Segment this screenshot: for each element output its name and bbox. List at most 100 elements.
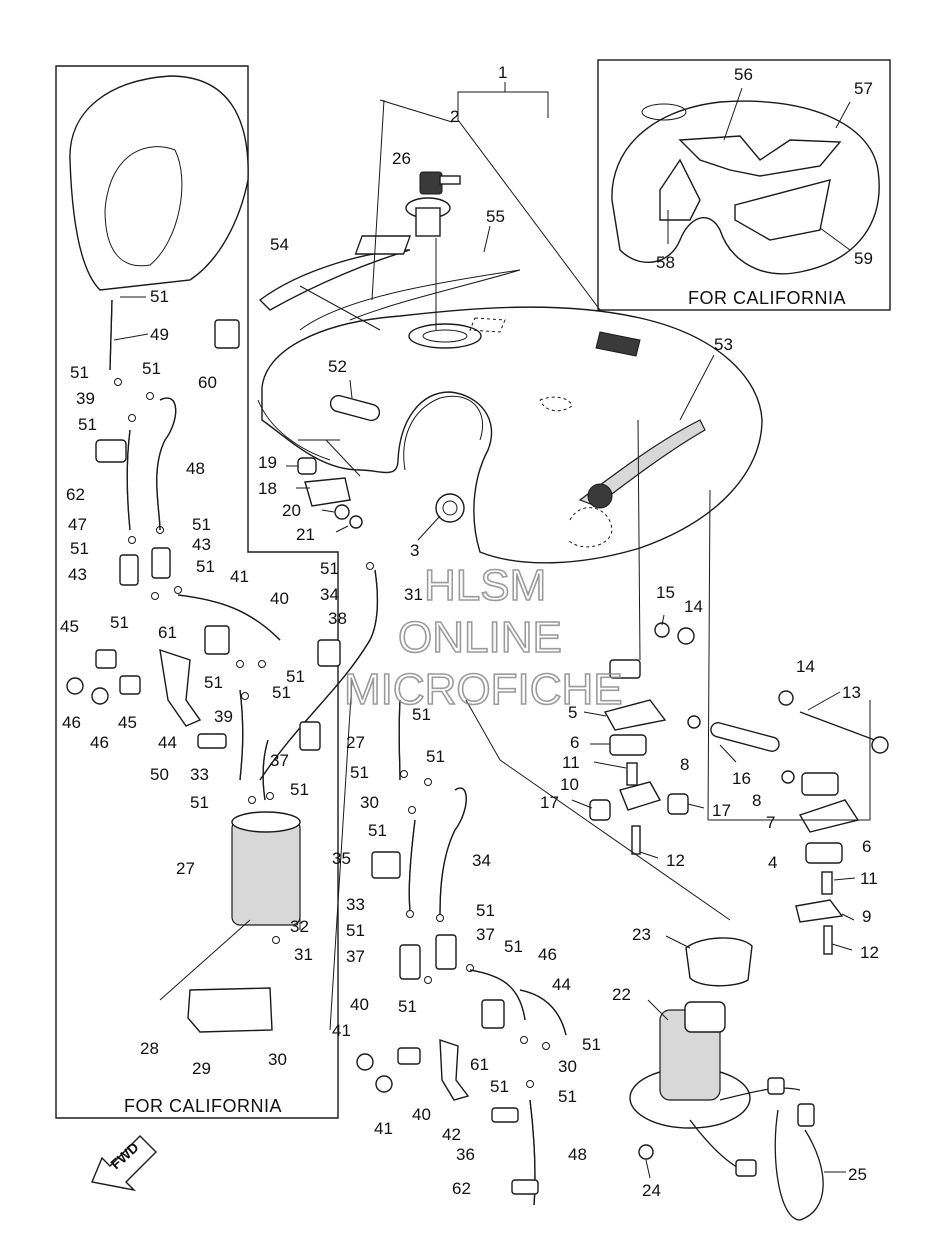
callout-54: 54 [270,235,289,254]
callout-51: 51 [196,557,215,576]
callout-13: 13 [842,683,861,702]
callout-44: 44 [158,733,177,752]
callout-39: 39 [214,707,233,726]
callout-48: 48 [568,1145,587,1164]
callout-22: 22 [612,985,631,1004]
callout-51: 51 [558,1087,577,1106]
watermark: HLSM ONLINE MICROFICHE [343,560,623,715]
callout-20: 20 [282,501,301,520]
callout-45: 45 [118,713,137,732]
callout-51: 51 [582,1035,601,1054]
callout-51: 51 [290,780,309,799]
callout-27: 27 [176,859,195,878]
callout-61: 61 [158,623,177,642]
callout-51: 51 [142,359,161,378]
part-21-bolt [349,515,363,529]
callout-51: 51 [110,613,129,632]
callout-30: 30 [360,793,379,812]
callout-51: 51 [272,683,291,702]
callout-49: 49 [150,325,169,344]
hose-clamps [114,378,550,1088]
callout-16: 16 [732,769,751,788]
callout-50: 50 [150,765,169,784]
part-19-grommet [297,457,317,475]
callout-51: 51 [190,793,209,812]
callout-51: 51 [412,705,431,724]
callout-23: 23 [632,925,651,944]
callout-51: 51 [368,821,387,840]
callout-51: 51 [150,287,169,306]
callout-34: 34 [320,585,339,604]
callout-51: 51 [204,673,223,692]
callout-51: 51 [504,937,523,956]
callout-12: 12 [666,851,685,870]
watermark-line: MICROFICHE [344,665,623,714]
callout-40: 40 [270,589,289,608]
callout-7: 7 [766,813,775,832]
fuel-cap [405,171,461,237]
callout-52: 52 [328,357,347,376]
callout-46: 46 [90,733,109,752]
callout-51: 51 [320,559,339,578]
callout-60: 60 [198,373,217,392]
california-hoses-left [66,75,379,1033]
callout-31: 31 [404,585,423,604]
callout-46: 46 [538,945,557,964]
callout-29: 29 [192,1059,211,1078]
california-left-frame [55,65,339,1119]
callout-6: 6 [570,733,579,752]
callout-11: 11 [860,869,878,888]
callout-8: 8 [752,791,761,810]
callout-34: 34 [472,851,491,870]
callout-33: 33 [346,895,365,914]
callout-2: 2 [450,107,459,126]
part-20-washer [334,504,350,520]
callout-6: 6 [862,837,871,856]
callout-1: 1 [498,63,507,82]
callout-21: 21 [296,525,315,544]
california-caption-left: FOR CALIFORNIA [124,1096,282,1116]
callout-51: 51 [346,921,365,940]
callout-51: 51 [70,363,89,382]
leader-lines [113,82,871,1179]
california-top-right-frame [597,59,891,311]
callout-9: 9 [862,907,871,926]
label-55 [354,235,412,255]
center-hoses [356,699,567,1206]
watermark-line: HLSM [424,561,546,610]
callout-30: 30 [558,1057,577,1076]
callout-53: 53 [714,335,733,354]
part-52-damper [329,394,381,422]
callout-28: 28 [140,1039,159,1058]
callout-41: 41 [374,1119,393,1138]
callout-51: 51 [286,667,305,686]
callout-14: 14 [796,657,815,676]
callout-40: 40 [350,995,369,1014]
callout-51: 51 [78,415,97,434]
callout-51: 51 [70,539,89,558]
callout-17: 17 [540,793,559,812]
callout-31: 31 [294,945,313,964]
callout-51: 51 [350,763,369,782]
california-tank-view [611,100,880,275]
callout-39: 39 [76,389,95,408]
callout-37: 37 [270,751,289,770]
callout-35: 35 [332,849,351,868]
callout-12: 12 [860,943,879,962]
callout-41: 41 [332,1021,351,1040]
california-caption-right: FOR CALIFORNIA [688,288,846,308]
callout-24: 24 [642,1181,661,1200]
callout-57: 57 [854,79,873,98]
callout-62: 62 [452,1179,471,1198]
callout-58: 58 [656,253,675,272]
callout-4: 4 [768,853,777,872]
callout-27: 27 [346,733,365,752]
callout-15: 15 [656,583,675,602]
mount-hardware [589,622,889,955]
callout-47: 47 [68,515,87,534]
callout-51: 51 [398,997,417,1016]
callout-56: 56 [734,65,753,84]
callout-19: 19 [258,453,277,472]
